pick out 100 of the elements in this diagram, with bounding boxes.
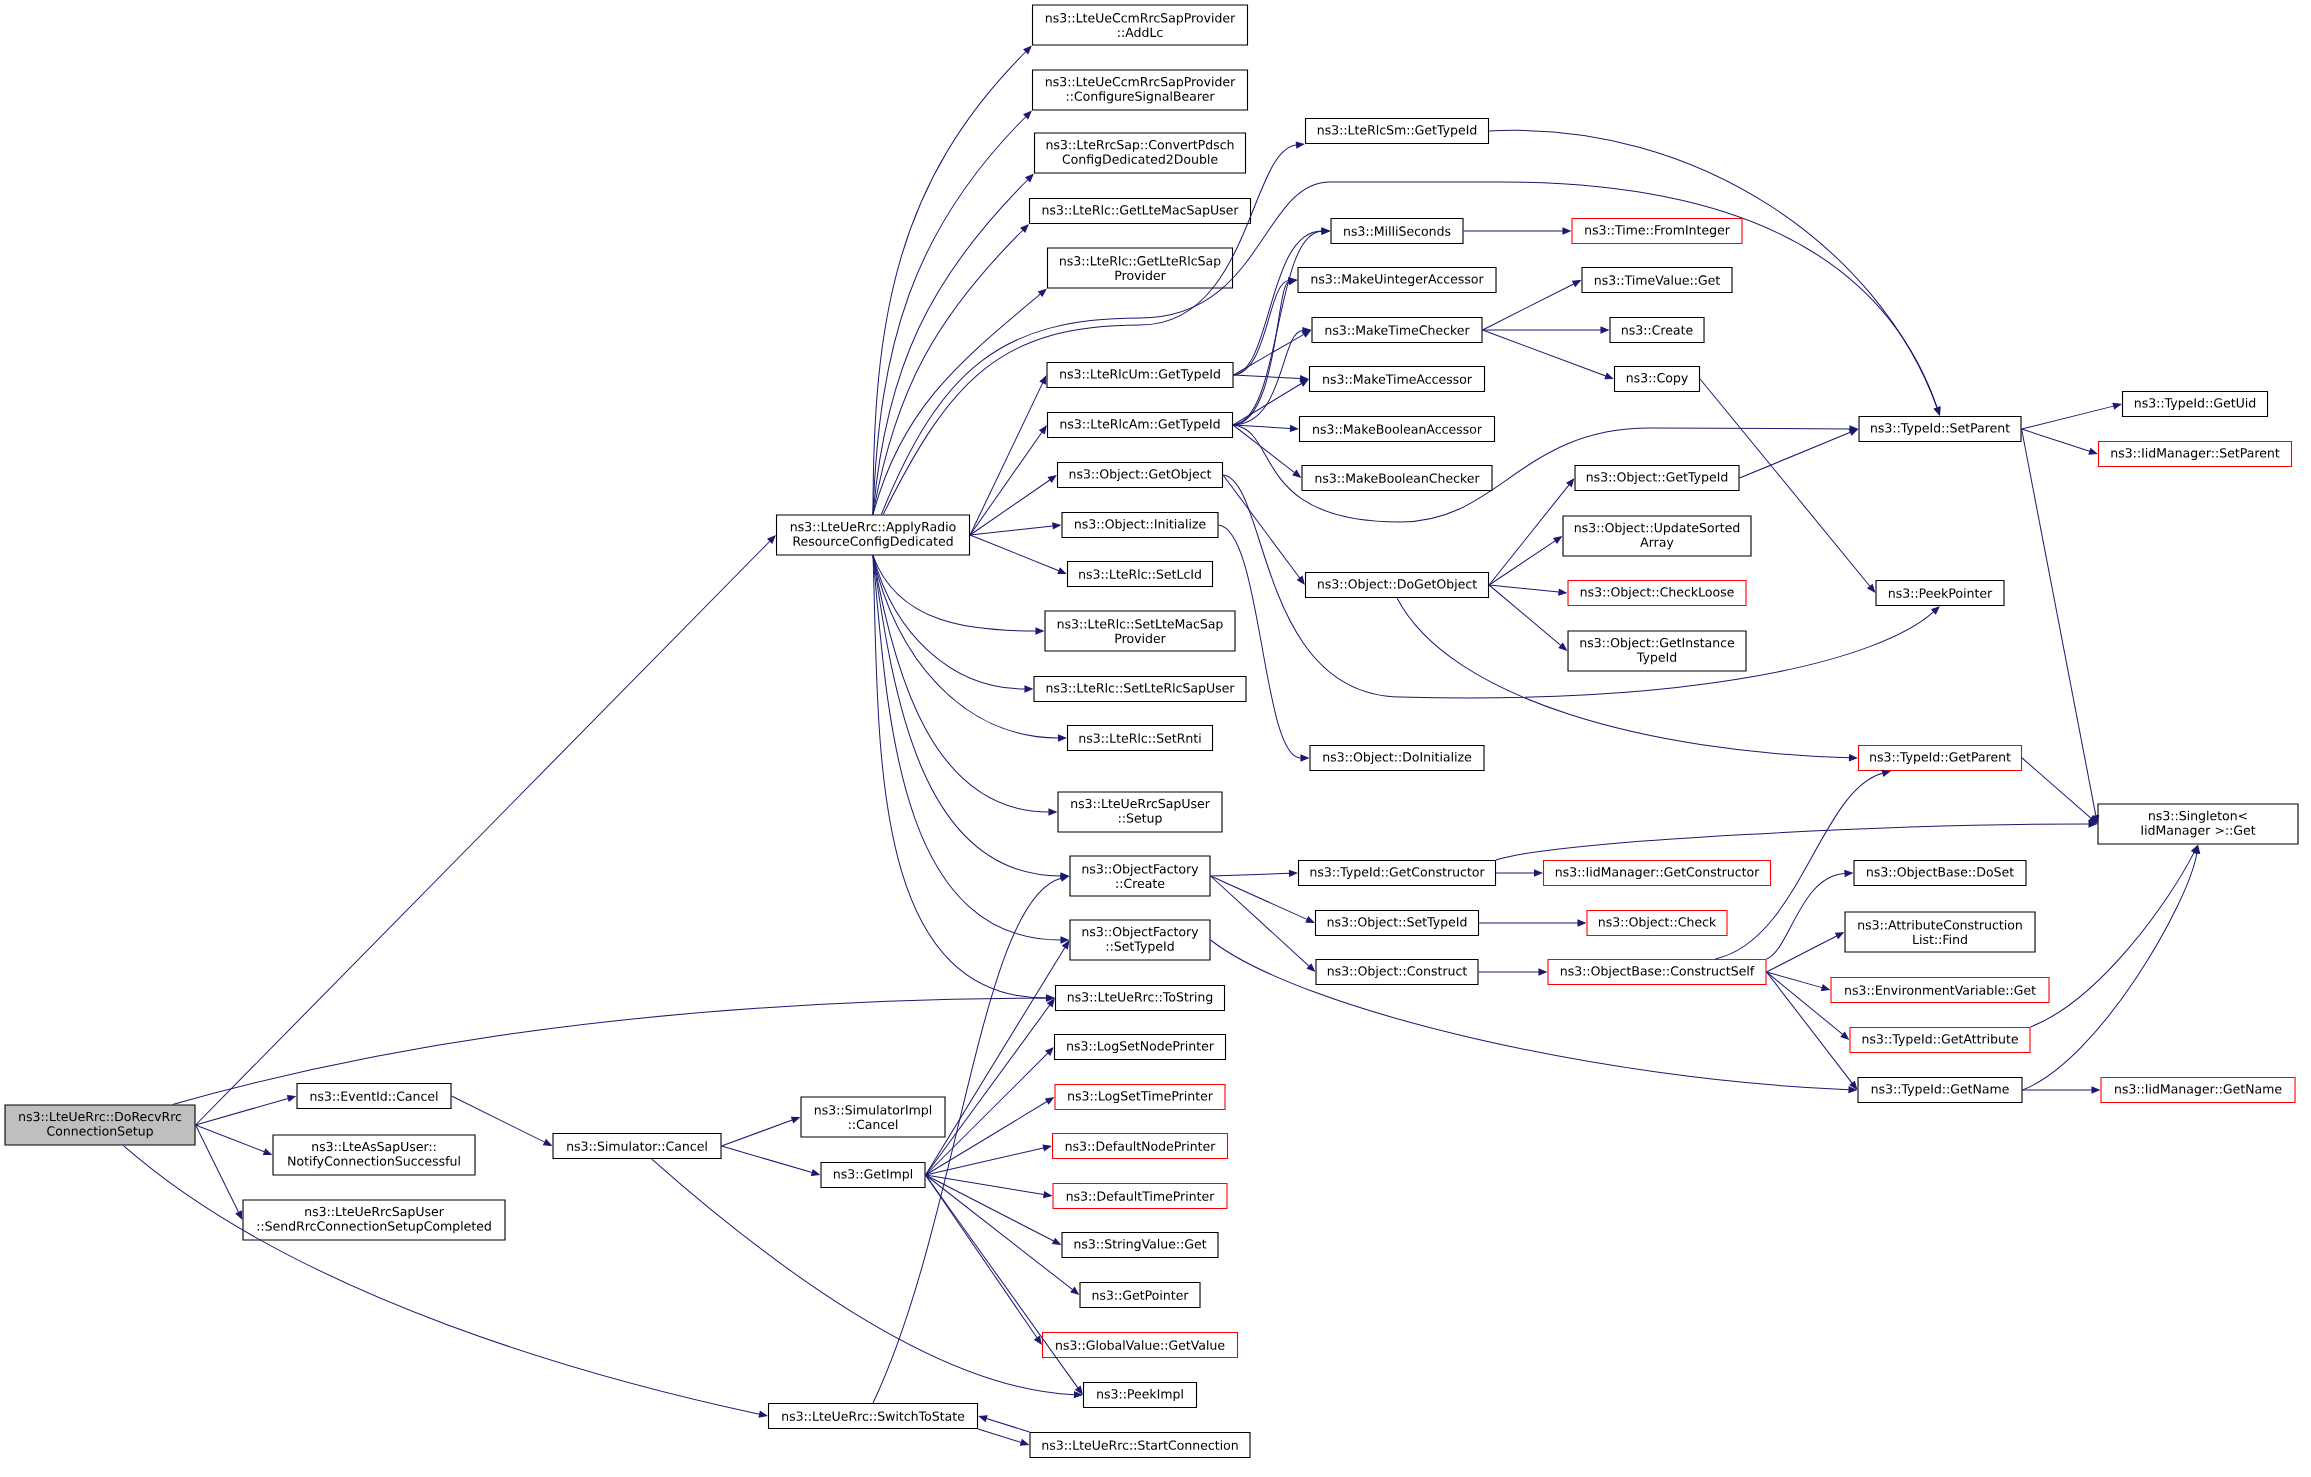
function-box: ns3::EnvironmentVariable::Get <box>1830 976 2050 1004</box>
arrow <box>651 1158 1083 1399</box>
arrow <box>1233 374 1309 382</box>
function-box: ns3::Singleton< IidManager >::Get <box>2097 803 2299 845</box>
function-box: ns3::LteUeCcmRrcSapProvider ::AddLc <box>1031 4 1249 46</box>
arrow <box>969 475 1057 536</box>
arrow <box>1210 939 1857 1094</box>
arrow <box>1233 330 1311 376</box>
function-box: ns3::LteRlcAm::GetTypeId <box>1046 411 1234 439</box>
function-box: ns3::LteRlc::GetLteMacSapUser <box>1028 197 1252 225</box>
function-box: ns3::MakeTimeAccessor <box>1308 365 1486 393</box>
arrow <box>872 555 1069 944</box>
arrow <box>872 288 1047 515</box>
arrow <box>1210 875 1315 923</box>
function-box: ns3::Object::Construct <box>1315 958 1479 986</box>
arrow <box>872 874 1069 1404</box>
function-box: ns3::LteRlcSm::GetTypeId <box>1304 117 1490 145</box>
arrow <box>721 1145 820 1176</box>
function-box: ns3::LteUeRrcSapUser ::Setup <box>1057 791 1223 833</box>
arrow <box>969 425 1047 536</box>
arrow <box>1396 597 1858 762</box>
function-box: ns3::LteRrcSap::ConvertPdsch ConfigDedicated2Double <box>1033 132 1247 174</box>
function-box: ns3::TypeId::GetAttribute <box>1849 1026 2031 1054</box>
function-box: ns3::GlobalValue::GetValue <box>1041 1331 1239 1359</box>
arrow <box>2021 428 2100 824</box>
function-box: ns3::Simulator::Cancel <box>552 1132 722 1160</box>
function-box: ns3::LteUeRrcSapUser ::SendRrcConnectionSetupCompleted <box>242 1199 506 1241</box>
function-box: ns3::ObjectBase::DoSet <box>1853 859 2027 887</box>
function-box: ns3::LteRlc::SetLcId <box>1066 560 1214 588</box>
function-box: ns3::TypeId::GetConstructor <box>1297 859 1497 887</box>
function-box: ns3::LteUeRrc::DoRecvRrc ConnectionSetup <box>4 1104 196 1146</box>
function-box: ns3::GetImpl <box>820 1161 926 1189</box>
function-box: ns3::MakeUintegerAccessor <box>1297 266 1497 294</box>
arrow <box>925 1174 1079 1295</box>
arrow <box>451 1095 552 1146</box>
function-box: ns3::PeekPointer <box>1875 579 2005 607</box>
function-box: ns3::TypeId::SetParent <box>1858 415 2022 443</box>
function-box: ns3::LteUeRrc::StartConnection <box>1029 1431 1251 1459</box>
arrow <box>1232 424 1301 478</box>
function-box: ns3::TimeValue::Get <box>1581 266 1733 294</box>
function-box: ns3::Object::Initialize <box>1061 511 1219 539</box>
function-box: ns3::LteUeRrc::ApplyRadio ResourceConfigDedicated <box>775 514 971 556</box>
arrow <box>1218 524 1309 762</box>
arrow <box>1463 227 1571 235</box>
arrow <box>1232 424 1858 523</box>
function-box: ns3::DefaultTimePrinter <box>1052 1182 1228 1210</box>
arrow <box>925 1174 1042 1345</box>
arrow <box>925 1174 1061 1245</box>
arrow <box>1488 478 1575 586</box>
arrow <box>1488 584 1567 596</box>
arrow <box>925 1174 1052 1198</box>
function-box: ns3::LogSetNodePrinter <box>1053 1033 1227 1061</box>
arrow <box>1699 378 1876 593</box>
function-box: ns3::LteUeRrc::ToString <box>1054 984 1226 1012</box>
arrow <box>1482 329 1614 380</box>
function-box: ns3::Time::FromInteger <box>1571 217 1743 245</box>
arrow <box>1488 584 1567 651</box>
arrow <box>1222 474 1940 699</box>
function-box: ns3::LteAsSapUser:: NotifyConnectionSuccessful <box>272 1134 476 1176</box>
arrow <box>1766 971 1849 1040</box>
function-box: ns3::EventId::Cancel <box>296 1082 452 1110</box>
function-box: ns3::Copy <box>1613 365 1701 393</box>
function-box: ns3::TypeId::GetParent <box>1857 744 2023 772</box>
arrow <box>1482 280 1581 331</box>
arrow <box>2022 845 2201 1091</box>
function-box: ns3::Object::UpdateSorted Array <box>1562 515 1752 557</box>
arrow <box>872 555 1044 635</box>
arrow <box>925 1174 1083 1395</box>
function-box: ns3::TypeId::GetName <box>1857 1076 2023 1104</box>
arrow <box>872 555 1033 693</box>
function-box: ns3::IidManager::SetParent <box>2097 440 2293 468</box>
function-box: ns3::LteRlcUm::GetTypeId <box>1046 361 1234 389</box>
function-box: ns3::GetPointer <box>1079 1281 1201 1309</box>
function-box: ns3::LteRlc::GetLteRlcSap Provider <box>1046 247 1234 289</box>
function-box: ns3::Object::Check <box>1586 909 1728 937</box>
function-box: ns3::LteUeRrc::SwitchToState <box>767 1402 979 1430</box>
arrow <box>978 1415 1030 1433</box>
arrow <box>1766 870 1853 960</box>
function-box: ns3::TypeId::GetUid <box>2121 390 2269 418</box>
arrow <box>195 1095 296 1126</box>
arrow <box>1739 429 1858 479</box>
arrow <box>872 555 1055 1002</box>
function-box: ns3::LteUeCcmRrcSapProvider ::ConfigureSignalBearer <box>1031 69 1249 111</box>
arrow <box>1222 474 1305 585</box>
function-box: ns3::MakeTimeChecker <box>1311 316 1483 344</box>
function-box: ns3::MakeBooleanChecker <box>1301 464 1493 492</box>
arrow <box>195 1124 243 1220</box>
function-box: ns3::ObjectFactory ::SetTypeId <box>1069 919 1211 961</box>
function-box: ns3::Object::GetTypeId <box>1574 464 1740 492</box>
arrow <box>1495 820 2097 861</box>
arrow <box>195 1124 272 1156</box>
arrow <box>2030 845 2198 1028</box>
arrow <box>2021 428 2098 455</box>
arrow <box>1482 326 1609 334</box>
function-box: ns3::DefaultNodePrinter <box>1051 1132 1229 1160</box>
function-box: ns3::Object::GetInstance TypeId <box>1567 630 1747 672</box>
function-box: ns3::ObjectBase::ConstructSelf <box>1547 958 1767 986</box>
function-box: ns3::PeekImpl <box>1082 1381 1198 1409</box>
arrow <box>969 522 1061 536</box>
function-box: ns3::IidManager::GetName <box>2100 1076 2296 1104</box>
